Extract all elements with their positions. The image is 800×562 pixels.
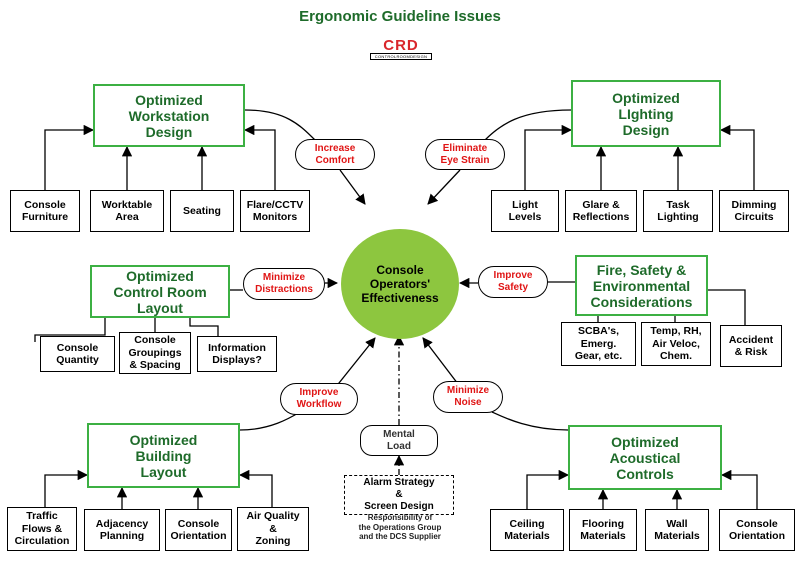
factor-console-groupings: Console Groupings & Spacing: [119, 332, 191, 374]
connector-flare: [243, 124, 276, 190]
factor-information-displays: Information Displays?: [197, 336, 277, 372]
area-acoustical-controls: Optimized Acoustical Controls: [568, 425, 722, 490]
factor-traffic-flows: Traffic Flows & Circulation: [7, 507, 77, 551]
factor-wall-materials: Wall Materials: [645, 509, 709, 551]
connector-light-levels: [524, 124, 573, 190]
connector-info-displays: [189, 318, 219, 340]
connector-traffic: [44, 469, 89, 507]
factor-task-lighting: Task Lighting: [643, 190, 713, 232]
connector-lt-eyestrain: [484, 109, 572, 141]
factor-temp-rh-air: Temp, RH, Air Veloc, Chem.: [641, 322, 711, 366]
area-lighting-design: Optimized LIghting Design: [571, 80, 721, 147]
logo-mark: CRD: [383, 37, 419, 54]
responsibility-note: Responsibility of the Operations Group a…: [358, 513, 442, 541]
factor-worktable-area: Worktable Area: [90, 190, 164, 232]
area-workstation-design: Optimized Workstation Design: [93, 84, 245, 147]
connector-noise-center: [422, 337, 459, 385]
factor-air-quality-zoning: Air Quality & Zoning: [237, 507, 309, 551]
factor-dimming-circuits: Dimming Circuits: [719, 190, 789, 232]
area-control-room-layout: Optimized Control Room Layout: [90, 265, 230, 318]
factor-console-quantity: Console Quantity: [40, 336, 115, 372]
logo-subtitle: CONTROLROOMDESIGN: [370, 53, 432, 60]
factor-flare-cctv-monitors: Flare/CCTV Monitors: [240, 190, 310, 232]
connector-eyestrain-center: [427, 169, 461, 205]
benefit-improve-workflow: Improve Workflow: [280, 383, 358, 415]
connector-bl-workflow: [239, 411, 301, 431]
factor-ceiling-materials: Ceiling Materials: [490, 509, 564, 551]
connector-dimming: [719, 124, 755, 190]
benefit-increase-comfort: Increase Comfort: [295, 139, 375, 170]
benefit-minimize-noise: Minimize Noise: [433, 381, 503, 413]
connector-ws-comfort: [244, 109, 316, 141]
factor-accident-risk: Accident & Risk: [720, 325, 782, 367]
alarm-strategy-screen-design: Alarm Strategy & Screen Design: [344, 475, 454, 515]
connector-console-quantity: [34, 318, 106, 342]
factor-console-orientation-acoustical: Console Orientation: [719, 509, 795, 551]
factor-console-furniture: Console Furniture: [10, 190, 80, 232]
mental-load: Mental Load: [360, 425, 438, 456]
factor-light-levels: Light Levels: [491, 190, 559, 232]
connector-ceiling: [526, 469, 570, 509]
connector-console-orientation-a: [720, 469, 758, 509]
benefit-eliminate-eye-strain: Eliminate Eye Strain: [425, 139, 505, 170]
connector-console-furniture: [44, 124, 95, 190]
factor-seating: Seating: [170, 190, 234, 232]
factor-adjacency-planning: Adjacency Planning: [84, 509, 160, 551]
benefit-improve-safety: Improve Safety: [478, 266, 548, 298]
connector-air-quality: [238, 469, 273, 507]
diagram-title: Ergonomic Guideline Issues: [299, 8, 501, 25]
connector-accident: [708, 289, 746, 325]
crd-logo: CRD CONTROLROOMDESIGN: [370, 38, 432, 60]
connector-ac-noise: [491, 411, 569, 431]
area-fire-safety-environmental: Fire, Safety & Environmental Considerati…: [575, 255, 708, 316]
connector-comfort-center: [339, 169, 366, 205]
center-operators-effectiveness: Console Operators' Effectiveness: [341, 229, 459, 339]
benefit-minimize-distractions: Minimize Distractions: [243, 268, 325, 300]
factor-glare-reflections: Glare & Reflections: [565, 190, 637, 232]
connector-workflow-center: [334, 337, 376, 389]
factor-scba-emerg-gear: SCBA's, Emerg. Gear, etc.: [561, 322, 636, 366]
factor-flooring-materials: Flooring Materials: [569, 509, 637, 551]
area-building-layout: Optimized Building Layout: [87, 423, 240, 488]
factor-console-orientation-building: Console Orientation: [165, 509, 232, 551]
